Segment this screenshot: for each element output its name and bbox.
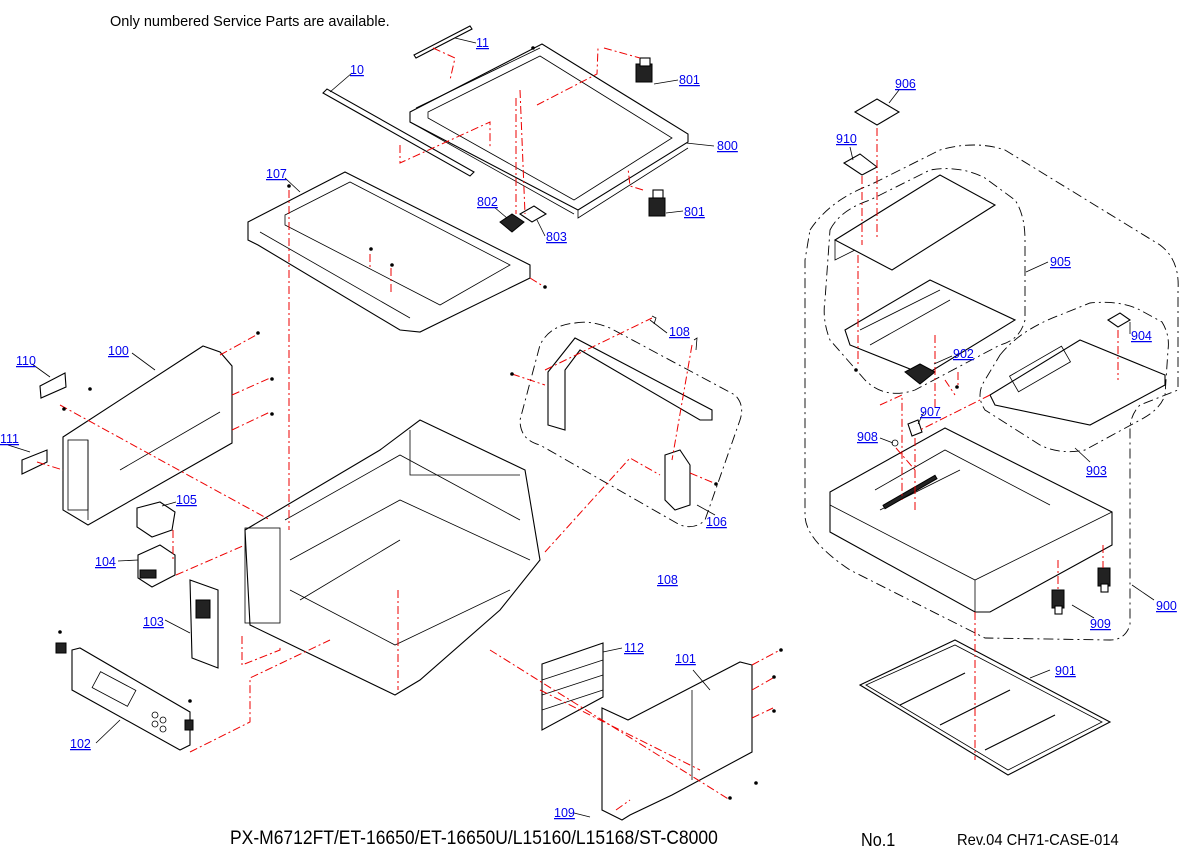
callout-906[interactable]: 906 xyxy=(895,77,916,91)
callout-11[interactable]: 11 xyxy=(476,36,489,50)
hinge-801-top xyxy=(635,57,653,83)
screws xyxy=(58,46,959,800)
assembly-axes xyxy=(36,47,1119,811)
label-110 xyxy=(39,372,67,399)
callout-904[interactable]: 904 xyxy=(1131,329,1152,343)
panel-102 xyxy=(55,642,194,751)
callout-801-top[interactable]: 801 xyxy=(679,73,700,87)
callout-labels: 11 10 107 801 800 801 802 803 100 110 11… xyxy=(0,36,1177,820)
hinge-801-bottom xyxy=(648,189,666,217)
spring-108a xyxy=(651,315,657,325)
callout-100[interactable]: 100 xyxy=(108,344,129,358)
callout-112[interactable]: 112 xyxy=(624,641,644,655)
part-907 xyxy=(907,419,923,437)
callout-902[interactable]: 902 xyxy=(953,347,974,361)
callout-802[interactable]: 802 xyxy=(477,195,498,209)
side-cover-101 xyxy=(601,661,753,821)
callout-905[interactable]: 905 xyxy=(1050,255,1071,269)
glass-strip-11 xyxy=(413,25,473,59)
frame-assembly-106 xyxy=(519,321,743,528)
callout-108-bottom[interactable]: 108 xyxy=(657,573,678,587)
callout-110[interactable]: 110 xyxy=(16,354,36,368)
callout-106[interactable]: 106 xyxy=(706,515,727,529)
pad-901 xyxy=(858,639,1112,776)
tray-group-903 xyxy=(979,301,1169,453)
cassette-tray xyxy=(829,427,1113,613)
callout-102[interactable]: 102 xyxy=(70,737,91,751)
callout-907[interactable]: 907 xyxy=(920,405,941,419)
cover-103 xyxy=(189,579,219,669)
callout-801-bottom[interactable]: 801 xyxy=(684,205,705,219)
page-number: No.1 xyxy=(861,830,896,850)
leader-lines xyxy=(7,37,1155,818)
callout-104[interactable]: 104 xyxy=(95,555,116,569)
callout-903[interactable]: 903 xyxy=(1086,464,1107,478)
cover-112 xyxy=(541,642,604,731)
callout-10[interactable]: 10 xyxy=(350,63,364,77)
callout-109[interactable]: 109 xyxy=(554,806,575,820)
roller-909b xyxy=(1097,567,1111,593)
revision-code: Rev.04 CH71-CASE-014 xyxy=(957,832,1119,849)
callout-107[interactable]: 107 xyxy=(266,167,287,181)
cover-group-905 xyxy=(823,168,1026,394)
callout-803[interactable]: 803 xyxy=(546,230,567,244)
callout-908[interactable]: 908 xyxy=(857,430,878,444)
glass-strip-10 xyxy=(322,88,475,177)
callout-108-top[interactable]: 108 xyxy=(669,325,690,339)
callout-105[interactable]: 105 xyxy=(176,493,197,507)
callout-909[interactable]: 909 xyxy=(1090,617,1111,631)
callout-901[interactable]: 901 xyxy=(1055,664,1076,678)
availability-note: Only numbered Service Parts are availabl… xyxy=(110,14,390,30)
callout-900[interactable]: 900 xyxy=(1156,599,1177,613)
frame-100 xyxy=(62,345,233,526)
callout-101[interactable]: 101 xyxy=(675,652,696,666)
label-904 xyxy=(1106,312,1132,328)
model-list: PX-M6712FT/ET-16650/ET-16650U/L15160/L15… xyxy=(230,828,718,849)
cassette-group-900 xyxy=(804,144,1179,641)
printer-main-body xyxy=(244,419,541,696)
callout-111[interactable]: 111 xyxy=(0,432,19,446)
part-802 xyxy=(499,213,525,233)
spring-108b xyxy=(693,337,698,351)
scanner-unit-800 xyxy=(409,43,689,219)
label-906 xyxy=(853,98,901,126)
holder-104 xyxy=(137,544,176,588)
part-803 xyxy=(518,205,548,223)
housing-107 xyxy=(247,171,531,333)
label-111 xyxy=(21,449,48,475)
roller-909a xyxy=(1051,589,1065,615)
cover-105 xyxy=(136,501,176,538)
callout-910[interactable]: 910 xyxy=(836,132,857,146)
label-910 xyxy=(842,153,879,176)
callout-103[interactable]: 103 xyxy=(143,615,164,629)
callout-800[interactable]: 800 xyxy=(717,139,738,153)
